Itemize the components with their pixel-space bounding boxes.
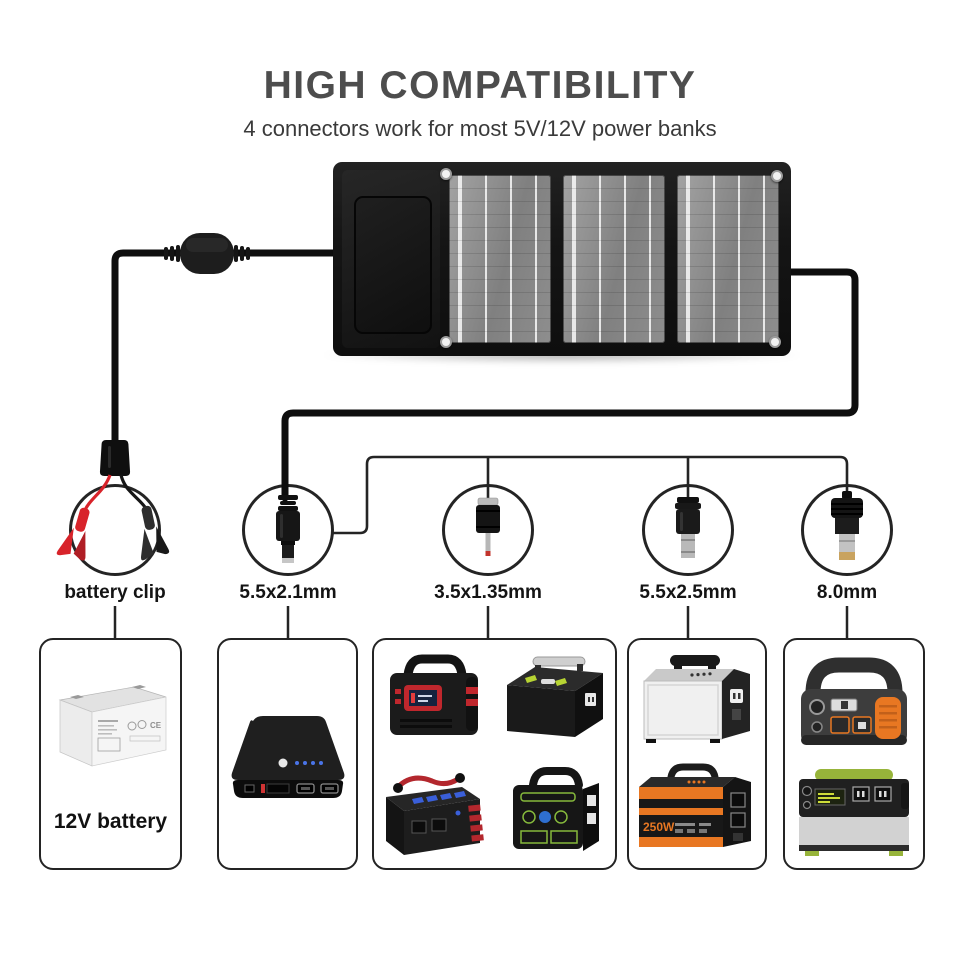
connector-label-3.5x1.35: 3.5x1.35mm xyxy=(434,582,542,603)
connector-label-5.5x2.1: 5.5x2.1mm xyxy=(239,582,337,603)
device-box-12v-battery: CE 12V battery xyxy=(39,638,182,870)
cable-left-to-battery-clip xyxy=(111,249,337,445)
connector-label-5.5x2.5: 5.5x2.5mm xyxy=(639,582,737,603)
power-station-red-display xyxy=(390,654,479,735)
label-to-box-ticks xyxy=(113,606,849,639)
device-box-power-stations-a xyxy=(372,638,617,870)
power-station-250w-badge: 250W xyxy=(643,820,675,834)
plug-5.5x2.1 xyxy=(276,495,300,563)
grommet-bottom-right xyxy=(769,336,781,348)
connector-label-8.0: 8.0mm xyxy=(816,582,878,603)
alligator-clip-red xyxy=(56,507,90,561)
battery-illustration: CE xyxy=(58,685,166,767)
page-subtitle: 4 connectors work for most 5V/12V power … xyxy=(243,116,717,141)
charge-controller xyxy=(164,233,250,274)
page-title: HIGH COMPATIBILITY xyxy=(263,64,697,107)
clip-plug xyxy=(99,440,131,476)
power-station-green-trim xyxy=(799,768,909,856)
cable-right-to-dc-plug xyxy=(281,268,859,502)
adapter-branch-line xyxy=(331,455,849,535)
power-station-red-ports xyxy=(386,773,485,855)
battery-clip-assembly xyxy=(56,440,170,561)
adapter-8.0 xyxy=(831,491,863,560)
power-station-silver-handle xyxy=(506,656,603,737)
connector-circle-battery-clip xyxy=(69,484,161,576)
pocket-flap xyxy=(354,196,432,334)
grommet-bottom-left xyxy=(440,336,452,348)
solar-cell-section-2 xyxy=(563,175,665,343)
power-bank-illustration xyxy=(231,716,344,798)
adapter-3.5x1.35 xyxy=(476,497,500,556)
power-station-silver xyxy=(643,655,750,744)
grommet-top-right xyxy=(771,170,783,182)
connector-label-battery-clip: battery clip xyxy=(64,582,166,603)
panel-storage-pocket xyxy=(342,170,440,348)
adapter-5.5x2.5 xyxy=(675,497,701,558)
power-station-green-accents xyxy=(512,767,599,851)
battery-label: 12V battery xyxy=(53,810,168,833)
alligator-clip-black xyxy=(140,505,170,561)
main-cables xyxy=(111,249,859,502)
solar-cell-section-1 xyxy=(449,175,551,343)
power-station-orange-250w: 250W xyxy=(639,763,751,847)
solar-cell-section-3 xyxy=(677,175,779,343)
grommet-top-left xyxy=(440,168,452,180)
device-box-power-stations-c xyxy=(783,638,925,870)
device-box-power-stations-b: 250W xyxy=(627,638,767,870)
power-station-orange-vent xyxy=(801,657,907,746)
device-box-power-bank xyxy=(217,638,358,870)
solar-panel xyxy=(333,162,791,356)
battery-ce-mark: CE xyxy=(150,721,162,730)
